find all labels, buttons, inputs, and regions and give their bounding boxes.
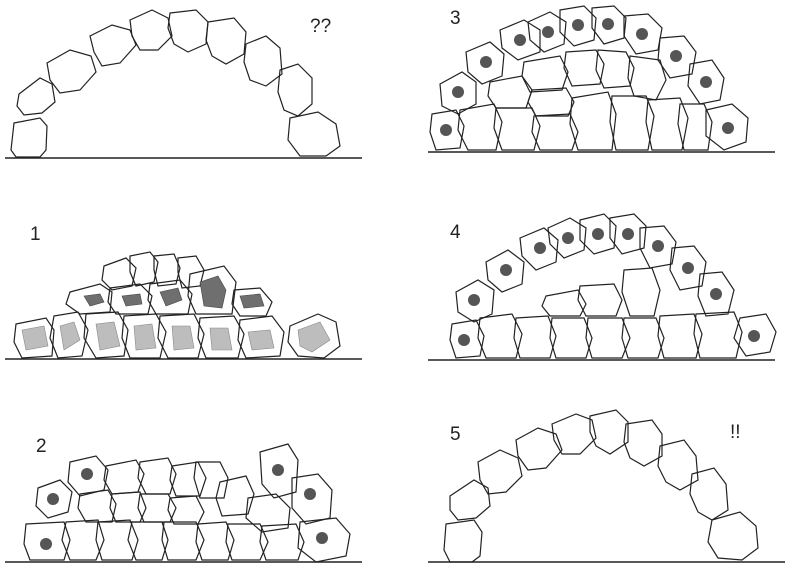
stone-cell xyxy=(90,25,136,66)
cell-markers xyxy=(440,18,734,136)
cell-inner-fill xyxy=(22,326,48,350)
cell-nucleus-marker xyxy=(572,19,584,31)
stone-cell xyxy=(130,10,172,50)
cell-nucleus-marker xyxy=(682,262,694,274)
panel-label-top-left: ?? xyxy=(310,16,331,37)
cell-nucleus-marker xyxy=(452,86,464,98)
cell-nucleus-marker xyxy=(710,288,722,300)
cell-nucleus-marker xyxy=(562,232,574,244)
stone-cell xyxy=(708,512,758,560)
cell-nucleus-marker xyxy=(748,330,760,342)
stone-cell xyxy=(168,496,204,524)
cell-inner-fill xyxy=(210,328,232,350)
stone-cell xyxy=(206,18,246,64)
panel-label-1: 1 xyxy=(30,224,41,245)
cell-inner-fill xyxy=(134,324,156,350)
stone-cell xyxy=(216,476,254,516)
stone-cell xyxy=(444,520,482,562)
light-cell-contents xyxy=(22,322,330,352)
stone-cell xyxy=(624,420,662,466)
cell-inner-fill xyxy=(200,276,226,308)
panel-label-5: 5 xyxy=(450,424,461,445)
cell-nucleus-marker xyxy=(480,56,492,68)
cell-nucleus-marker xyxy=(468,294,480,306)
panel-3-full-arch: 3 xyxy=(428,6,775,152)
cell-nucleus-marker xyxy=(670,50,682,62)
stone-cell xyxy=(288,112,340,156)
cell-nucleus-marker xyxy=(722,122,734,134)
cell-nucleus-marker xyxy=(40,538,52,550)
cell-markers xyxy=(458,228,760,346)
cell-nucleus-marker xyxy=(440,124,452,136)
cell-inner-fill xyxy=(160,288,182,306)
stone-cell xyxy=(11,118,47,157)
panel-label-bottom-right: !! xyxy=(730,422,741,443)
stone-cell xyxy=(578,284,622,316)
stone-cell xyxy=(170,462,206,496)
cell-inner-fill xyxy=(122,294,142,306)
stone-cell xyxy=(244,36,282,86)
cell-nucleus-marker xyxy=(316,532,328,544)
cell-nucleus-marker xyxy=(47,493,59,505)
stone-cell xyxy=(622,268,660,316)
cell-inner-fill xyxy=(84,294,104,306)
cell-inner-fill xyxy=(96,322,120,350)
cell-inner-fill xyxy=(240,294,264,308)
stone-cell xyxy=(628,56,666,100)
cell-inner-fill xyxy=(248,330,274,350)
cell-nucleus-marker xyxy=(81,468,93,480)
cell-nucleus-marker xyxy=(652,240,664,252)
cell-nucleus-marker xyxy=(458,334,470,346)
cell-nucleus-marker xyxy=(602,18,614,30)
panel-label-4: 4 xyxy=(450,222,461,243)
stone-cell xyxy=(47,50,96,93)
cell-nucleus-marker xyxy=(534,242,546,254)
panel-label-3: 3 xyxy=(450,8,461,29)
stone-cell xyxy=(194,462,228,498)
cell-inner-fill xyxy=(298,322,330,352)
cell-nucleus-marker xyxy=(542,26,554,38)
stone-cell xyxy=(570,92,616,150)
stone-cell xyxy=(622,318,664,358)
stone-cell xyxy=(590,410,628,454)
cell-inner-fill xyxy=(172,326,194,350)
cell-nucleus-marker xyxy=(272,464,284,476)
cell-nucleus-marker xyxy=(514,34,526,46)
stone-cell xyxy=(17,78,55,115)
panel-2-partial-arch: 2 xyxy=(5,436,362,562)
cell-nucleus-marker xyxy=(700,76,712,88)
stone-cell xyxy=(168,10,208,52)
stone-cell xyxy=(196,522,234,560)
cell-nucleus-marker xyxy=(622,228,634,240)
cell-inner-fill xyxy=(60,322,80,350)
cell-nucleus-marker xyxy=(636,28,648,40)
stone-cell xyxy=(690,468,728,520)
stone-cell xyxy=(516,428,562,470)
panel-4-full-arch: 4 xyxy=(428,214,776,360)
panel-5-empty-arch: 5 !! xyxy=(428,410,785,562)
stone-cell xyxy=(488,76,532,108)
cell-nucleus-marker xyxy=(500,264,512,276)
panel-1-mound: 1 xyxy=(5,224,362,359)
cell-nucleus-marker xyxy=(592,228,604,240)
stone-cell xyxy=(278,64,312,116)
cell-nucleus-marker xyxy=(304,488,316,500)
stone-cell xyxy=(658,440,698,490)
panel-label-2: 2 xyxy=(36,436,47,457)
panel-empty-arch-top: ?? xyxy=(5,10,362,158)
cell-markers xyxy=(40,464,328,550)
stone-cell xyxy=(478,450,522,494)
